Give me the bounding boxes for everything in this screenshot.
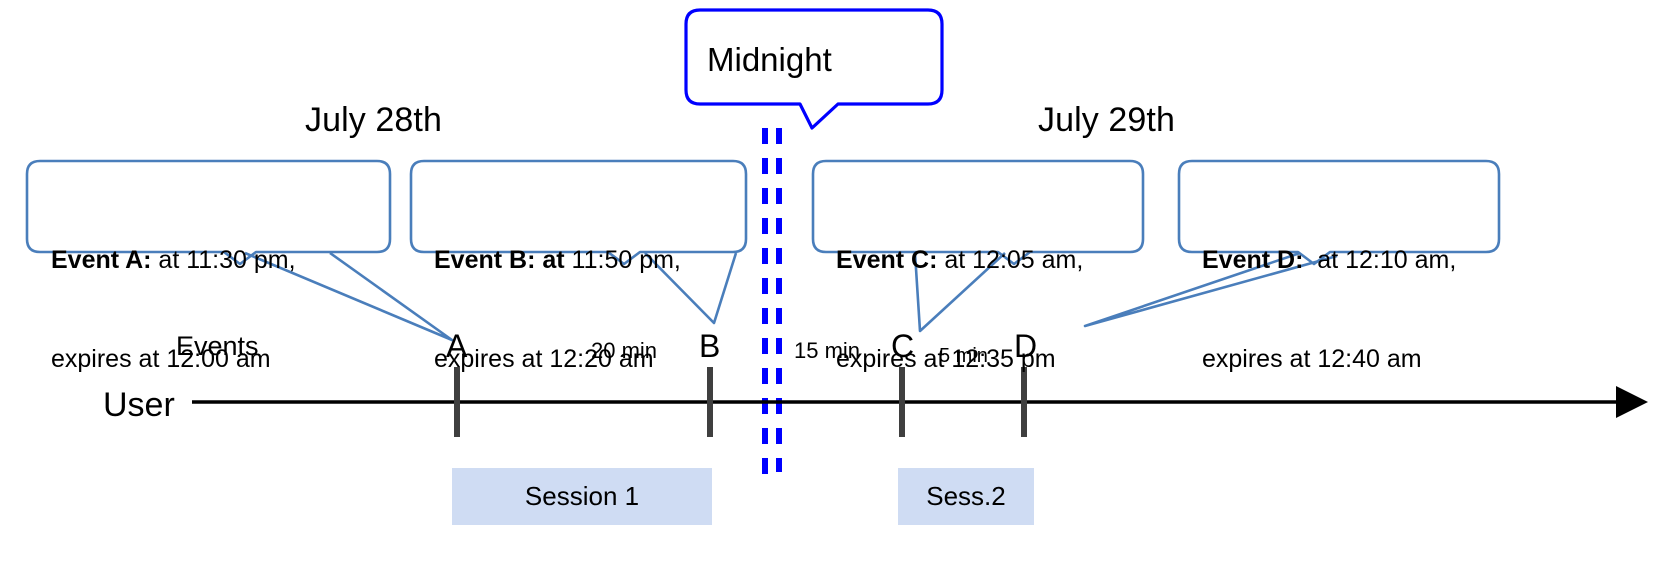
callout-line2-event-a: expires at 12:00 am [51, 345, 271, 373]
midnight-label: Midnight [707, 41, 832, 78]
callout-rest-event-c: at 12:05 am, [937, 246, 1084, 274]
gap-label-cd: 5 min [939, 345, 988, 367]
callout-bold-event-c: Event C: [836, 246, 938, 274]
callout-text-event-d: Event D: at 12:10 am, expires at 12:40 a… [1202, 178, 1456, 442]
session-2-label: Sess.2 [926, 481, 1006, 511]
gap-label-ab: 20 min [591, 338, 658, 363]
marker-label-a: A [446, 328, 468, 364]
callout-rest-event-d: at 12:10 am, [1303, 246, 1457, 274]
callout-text-event-c: Event C: at 12:05 am, expires at 12:35 p… [836, 178, 1083, 442]
callout-line1-event-a: Event A: at 11:30 pm, [51, 244, 296, 277]
callout-bold-event-a: Event A: [51, 246, 152, 274]
gap-label-bc: 15 min [794, 338, 861, 363]
callout-line1-event-c: Event C: at 12:05 am, [836, 244, 1083, 277]
callout-line2-event-b: expires at 12:20 am [434, 345, 654, 373]
callout-line2-event-d: expires at 12:40 am [1202, 345, 1422, 373]
row-label-user: User [103, 386, 175, 424]
callout-text-event-b: Event B: at 11:50 pm, expires at 12:20 a… [434, 178, 681, 442]
session-1-label-wrap: Session 1 [452, 468, 712, 525]
callout-text-event-a: Event A: at 11:30 pm, expires at 12:00 a… [51, 178, 296, 442]
callout-line2-event-c: expires at 12:35 pm [836, 345, 1056, 373]
date-label-left: July 28th [305, 101, 442, 139]
callout-rest-event-a: at 11:30 pm, [151, 246, 296, 274]
timeline-arrow-head [1616, 386, 1648, 418]
session-2-label-wrap: Sess.2 [898, 468, 1034, 525]
row-label-events: Events [176, 331, 259, 361]
callout-line1-event-b: Event B: at 11:50 pm, [434, 244, 681, 277]
marker-label-d: D [1014, 328, 1038, 364]
date-label-right: July 29th [1038, 101, 1175, 139]
session-1-label: Session 1 [524, 481, 640, 511]
marker-label-b: B [699, 328, 721, 364]
callout-bold-event-b: Event B: at [434, 246, 565, 274]
callout-bold-event-d: Event D: [1202, 246, 1304, 274]
marker-label-c: C [891, 328, 915, 364]
callout-line1-event-d: Event D: at 12:10 am, [1202, 244, 1456, 277]
callout-rest-event-b: 11:50 pm, [564, 246, 681, 274]
